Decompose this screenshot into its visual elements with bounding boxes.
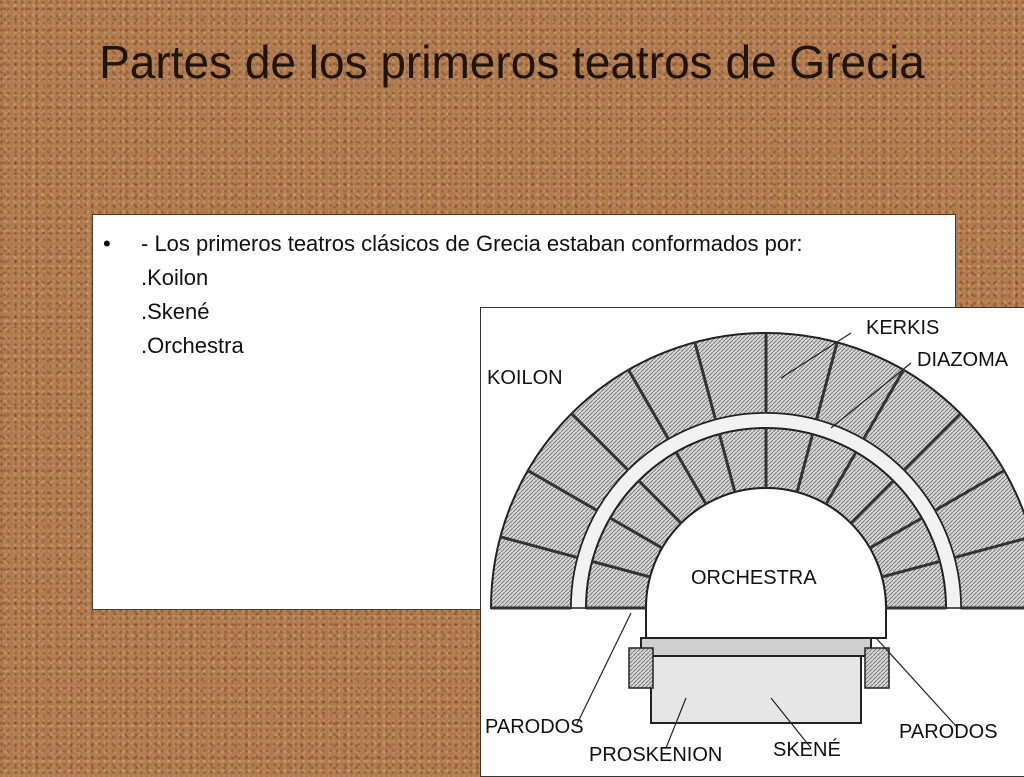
kerkis-aisle-line (934, 469, 1005, 512)
list-item-orchestra: .Orchestra (141, 333, 244, 358)
list-item-koilon: .Koilon (141, 265, 209, 290)
kerkis-aisle-line (637, 479, 683, 525)
kerkis-aisle-line (815, 341, 839, 421)
kerkis-aisle-line (627, 369, 670, 440)
label-parodos-right: PARODOS (899, 721, 998, 743)
kerkis-aisle-line (591, 559, 651, 579)
theatre-plan-illustration: KERKIS DIAZOMA KOILON ORCHESTRA PARODOS … (485, 317, 1024, 766)
label-diazoma: DIAZOMA (917, 349, 1009, 371)
kerkis-aisle-line (717, 433, 737, 493)
kerkis-aisle-line (795, 433, 815, 493)
label-kerkis: KERKIS (866, 317, 939, 339)
label-orchestra: ORCHESTRA (691, 567, 817, 589)
kerkis-aisle-line (824, 451, 858, 505)
kerkis-aisle-line (862, 369, 905, 440)
bullet-text: - Los primeros teatros clásicos de Greci… (141, 227, 803, 363)
label-koilon: KOILON (487, 367, 563, 389)
theatre-diagram: KERKIS DIAZOMA KOILON ORCHESTRA PARODOS … (480, 307, 1024, 777)
kerkis-aisle-line (674, 451, 708, 505)
label-parodos-left: PARODOS (485, 716, 584, 738)
slide-title: Partes de los primeros teatros de Grecia (99, 36, 925, 88)
kerkis-aisle-line (570, 412, 630, 472)
kerkis-aisle-line (902, 412, 962, 472)
kerkis-aisle-line (609, 516, 663, 550)
kerkis-aisle-line (881, 559, 941, 579)
label-proskenion: PROSKENION (589, 744, 722, 766)
intro-line: - Los primeros teatros clásicos de Greci… (141, 231, 803, 256)
kerkis-aisle-line (849, 479, 895, 525)
bullet-marker: • (103, 231, 111, 256)
kerkis-aisle-line (693, 341, 717, 421)
list-item-skene: .Skené (141, 299, 210, 324)
kerkis-aisle-line (869, 516, 923, 550)
kerkis-aisle-line (527, 469, 598, 512)
kerkis-aisle-line (499, 535, 579, 559)
kerkis-aisle-line (953, 537, 1024, 559)
label-skene: SKENÉ (773, 738, 841, 761)
